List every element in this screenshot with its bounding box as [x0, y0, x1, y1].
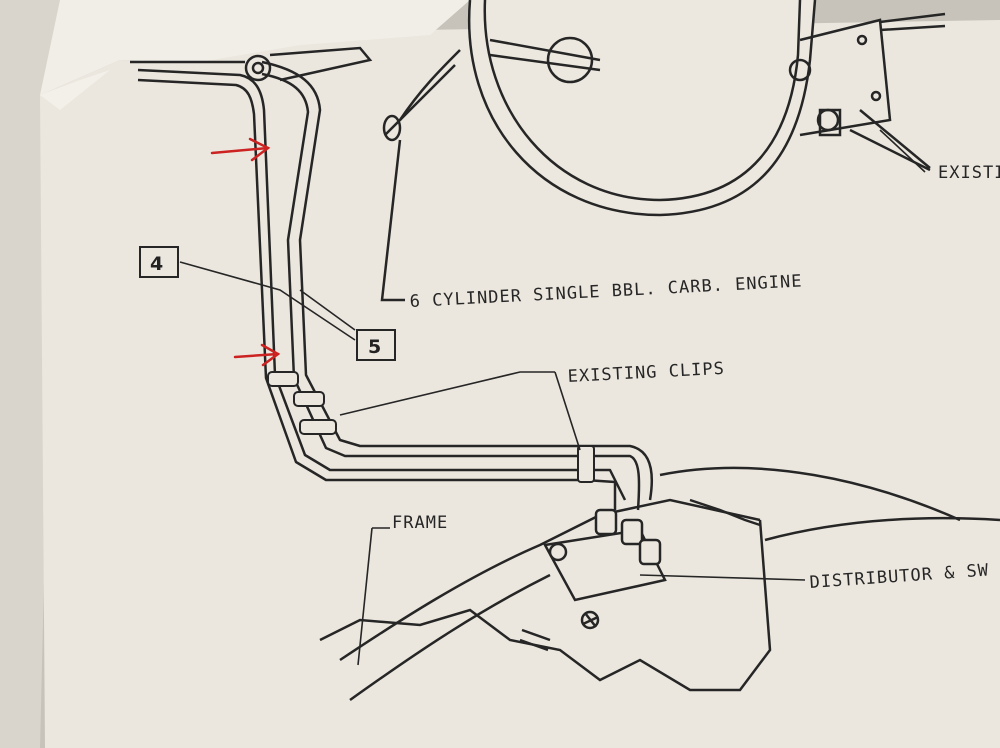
line-clips: [267, 371, 595, 483]
main-paper-sheet: [40, 20, 1000, 748]
callout-4: 4: [150, 253, 163, 275]
brake-booster: [467, 0, 946, 217]
brake-line-4: [137, 68, 627, 510]
leader-lines: [179, 129, 926, 666]
red-arrows: [210, 137, 281, 367]
distributor-block: [543, 508, 667, 602]
existing-top-label: EXISTI: [938, 163, 1000, 183]
mount-bolts: [519, 610, 600, 652]
carb-hose: [380, 49, 461, 302]
top-fitting: [130, 46, 373, 82]
callout-box-4: [139, 246, 179, 278]
callout-box-5: [356, 329, 396, 361]
top-paper-flap: [40, 0, 470, 95]
frame-rail: [319, 466, 1000, 702]
frame-label: FRAME: [392, 513, 448, 533]
callout-5: 5: [368, 336, 381, 358]
torn-edge: [40, 70, 110, 110]
